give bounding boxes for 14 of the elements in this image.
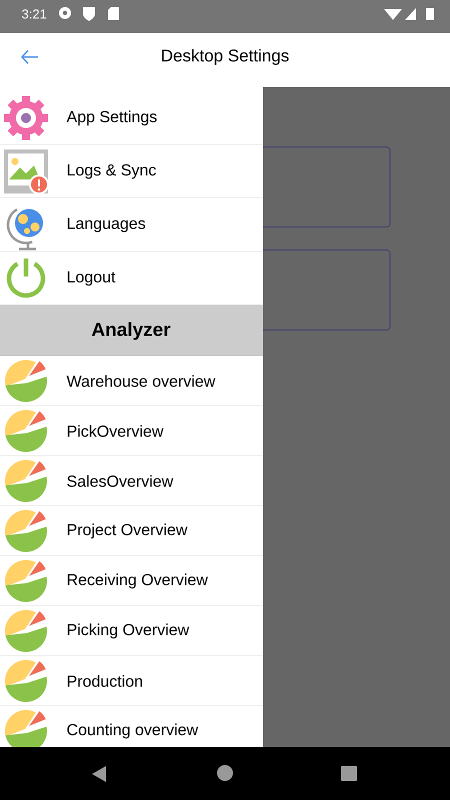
menu-item: App Settings: [0, 91, 264, 146]
menu-item: PickOverview: [0, 406, 264, 456]
menu-item: SalesOverview: [0, 456, 264, 506]
menu-item: Receiving Overview: [0, 556, 264, 606]
page-title: Desktop Settings: [162, 49, 289, 65]
menu-item: Warehouse overview: [0, 356, 264, 406]
menu-item: Languages: [0, 198, 264, 252]
menu-item: Logout: [0, 252, 264, 306]
status-time: 3:21: [22, 9, 46, 19]
menu-item: Production: [0, 656, 264, 706]
menu-item: Counting overview: [0, 706, 264, 748]
menu-item: Project Overview: [0, 506, 264, 556]
section-header: Analyzer: [0, 305, 264, 356]
menu-item: Picking Overview: [0, 606, 264, 656]
